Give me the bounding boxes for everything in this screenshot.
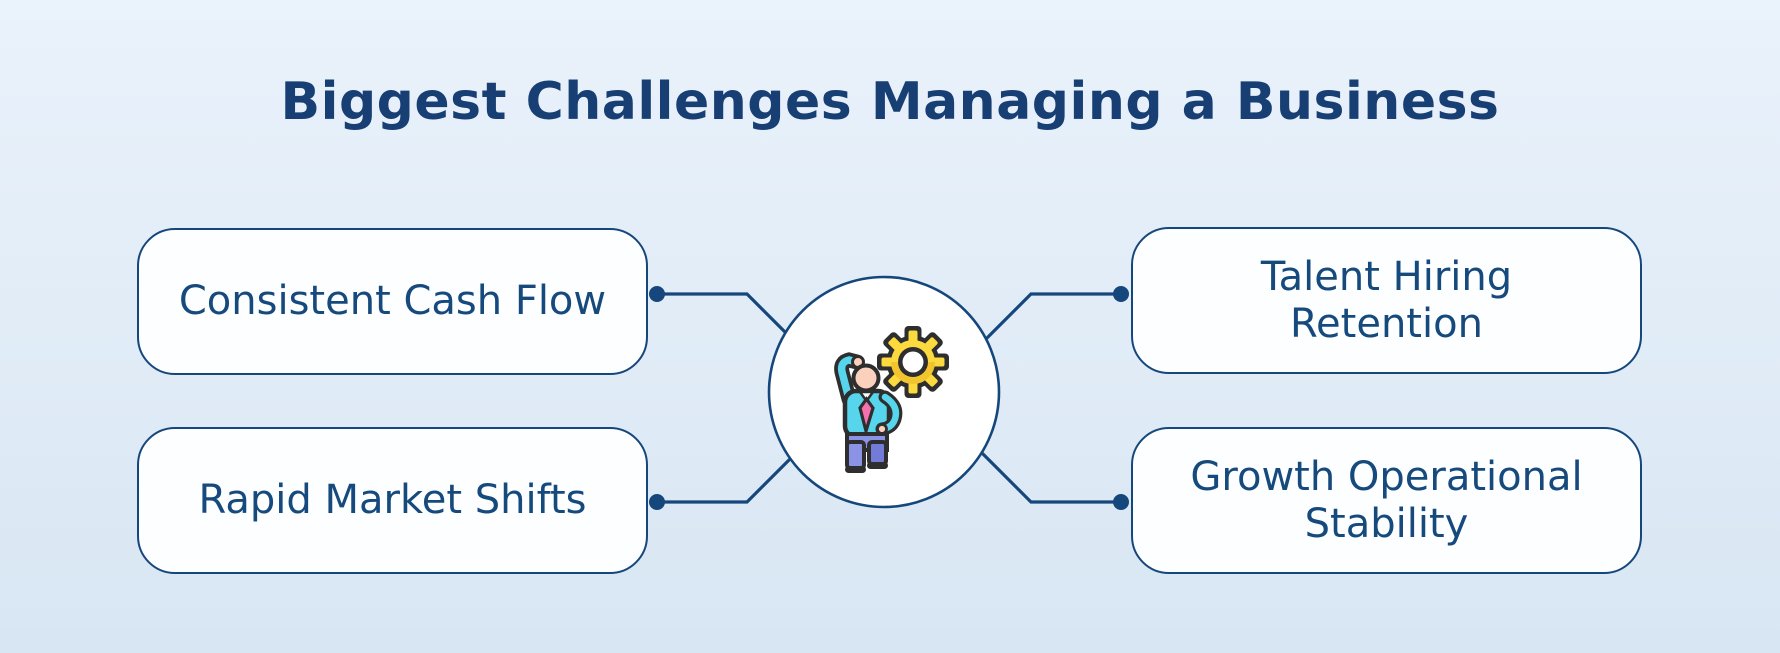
businessman-figure	[834, 352, 903, 473]
right-leg	[867, 440, 888, 466]
connector-dot-top-right	[1113, 286, 1129, 302]
node-talent-hiring-retention: Talent Hiring Retention	[1131, 227, 1642, 374]
connector-dot-bottom-right	[1113, 494, 1129, 510]
node-growth-operational-stability: Growth Operational Stability	[1131, 427, 1642, 574]
connector-bottom-left	[657, 439, 810, 504]
gear-hole	[902, 351, 924, 373]
confused-businessman-with-gear-icon	[834, 326, 949, 473]
raised-arm	[837, 356, 861, 403]
person-head	[851, 363, 881, 393]
right-shoe	[867, 462, 888, 469]
connector-top-right	[968, 292, 1123, 357]
node-label: Rapid Market Shifts	[198, 477, 587, 524]
node-consistent-cash-flow: Consistent Cash Flow	[137, 228, 648, 375]
connector-dot-bottom-left	[649, 494, 665, 510]
connector-bottom-right	[968, 439, 1123, 504]
gear-shading	[891, 362, 935, 384]
page-title: Biggest Challenges Managing a Business	[280, 72, 1500, 132]
left-shoe	[845, 466, 866, 473]
node-label: Consistent Cash Flow	[178, 278, 607, 325]
gear-icon	[877, 326, 949, 398]
node-label: Talent Hiring Retention	[1260, 254, 1513, 347]
left-leg	[845, 440, 866, 470]
connector-dot-top-left	[649, 286, 665, 302]
tie	[858, 396, 875, 437]
node-rapid-market-shifts: Rapid Market Shifts	[137, 427, 648, 574]
node-label: Growth Operational Stability	[1190, 454, 1583, 547]
